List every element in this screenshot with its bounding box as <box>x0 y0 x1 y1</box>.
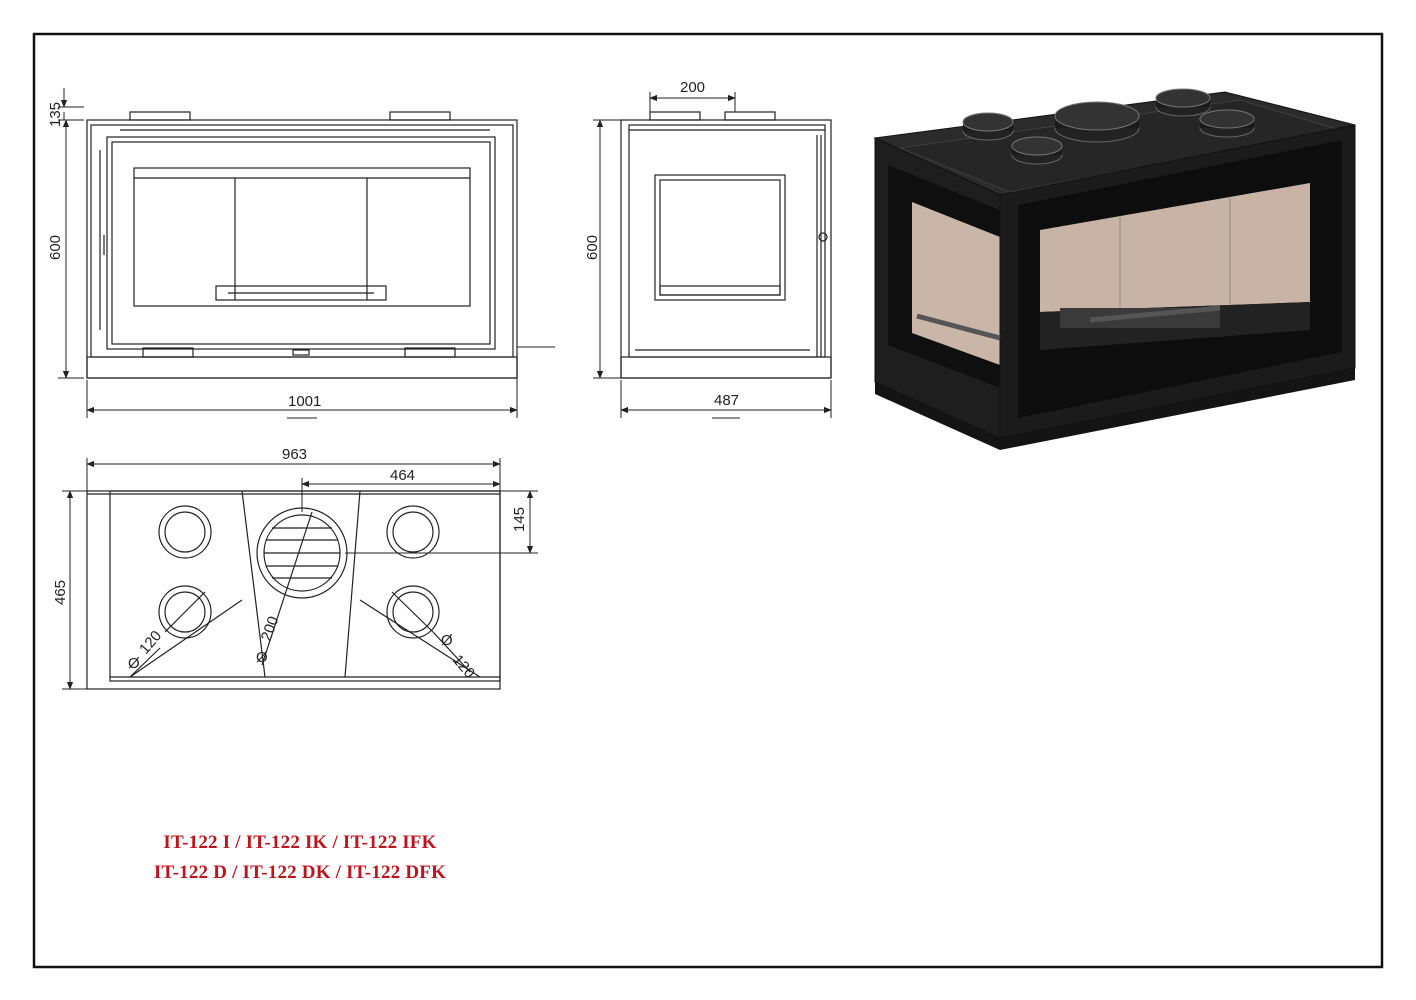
top-collar-right-rear <box>386 505 440 559</box>
front-dim-135: 135 <box>47 102 64 127</box>
dia-symbol-left: Ø <box>128 655 140 672</box>
side-dim-487: 487 <box>714 392 739 409</box>
top-dim-963: 963 <box>282 446 307 463</box>
dia-symbol-center: Ø <box>256 649 268 666</box>
top-collar-left-front <box>158 585 212 639</box>
top-dim-464: 464 <box>390 467 415 484</box>
sheet-border <box>32 32 1384 969</box>
front-dim-1001: 1001 <box>288 393 321 410</box>
side-view-dimensions <box>593 92 832 419</box>
side-dim-600: 600 <box>584 235 601 260</box>
model-names-line-1: IT-122 I / IT-122 IK / IT-122 IFK <box>163 832 437 853</box>
top-dim-145: 145 <box>511 507 528 532</box>
model-names-line-2: IT-122 D / IT-122 DK / IT-122 DFK <box>153 862 447 883</box>
front-view <box>86 111 518 379</box>
side-dim-200: 200 <box>680 79 705 96</box>
top-dia-center: 200 <box>258 614 283 643</box>
front-view-dimensions <box>58 88 555 419</box>
front-dim-600: 600 <box>47 235 64 260</box>
top-collar-right-front <box>386 585 440 639</box>
top-view-dimensions <box>62 458 538 690</box>
fireplace-3d-render <box>873 88 1356 450</box>
side-view <box>620 111 832 379</box>
dia-symbol-right: Ø <box>441 632 453 649</box>
top-collar-left-rear <box>158 505 212 559</box>
top-dim-465: 465 <box>52 580 69 605</box>
top-view <box>86 490 501 690</box>
top-dia-left: 120 <box>136 627 165 657</box>
